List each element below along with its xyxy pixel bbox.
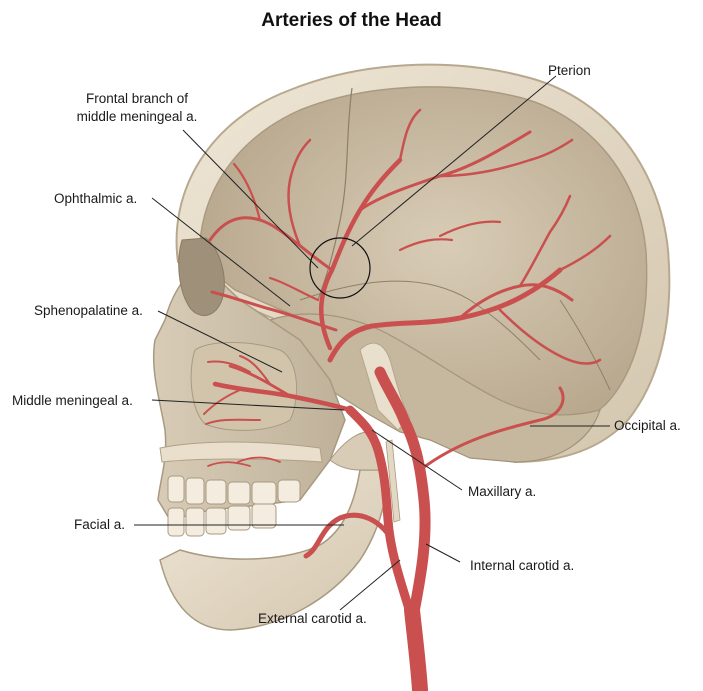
label-facial: Facial a. <box>74 516 125 534</box>
label-pterion: Pterion <box>548 62 591 80</box>
label-internal-carotid: Internal carotid a. <box>470 557 574 575</box>
label-frontal-branch-line1: Frontal branch of <box>52 90 222 108</box>
label-ophthalmic: Ophthalmic a. <box>54 190 137 208</box>
label-sphenopalatine: Sphenopalatine a. <box>34 302 143 320</box>
label-external-carotid: External carotid a. <box>258 610 367 628</box>
label-occipital: Occipital a. <box>614 417 681 435</box>
label-frontal-branch: Frontal branch of middle meningeal a. <box>52 90 222 126</box>
label-middle-meningeal: Middle meningeal a. <box>12 392 133 410</box>
leader-internal-carotid <box>426 544 460 562</box>
common-carotid-artery <box>412 610 420 690</box>
label-frontal-branch-line2: middle meningeal a. <box>52 108 222 126</box>
hard-palate <box>160 442 322 462</box>
maxillary-sinus <box>191 343 296 431</box>
label-maxillary: Maxillary a. <box>468 483 536 501</box>
